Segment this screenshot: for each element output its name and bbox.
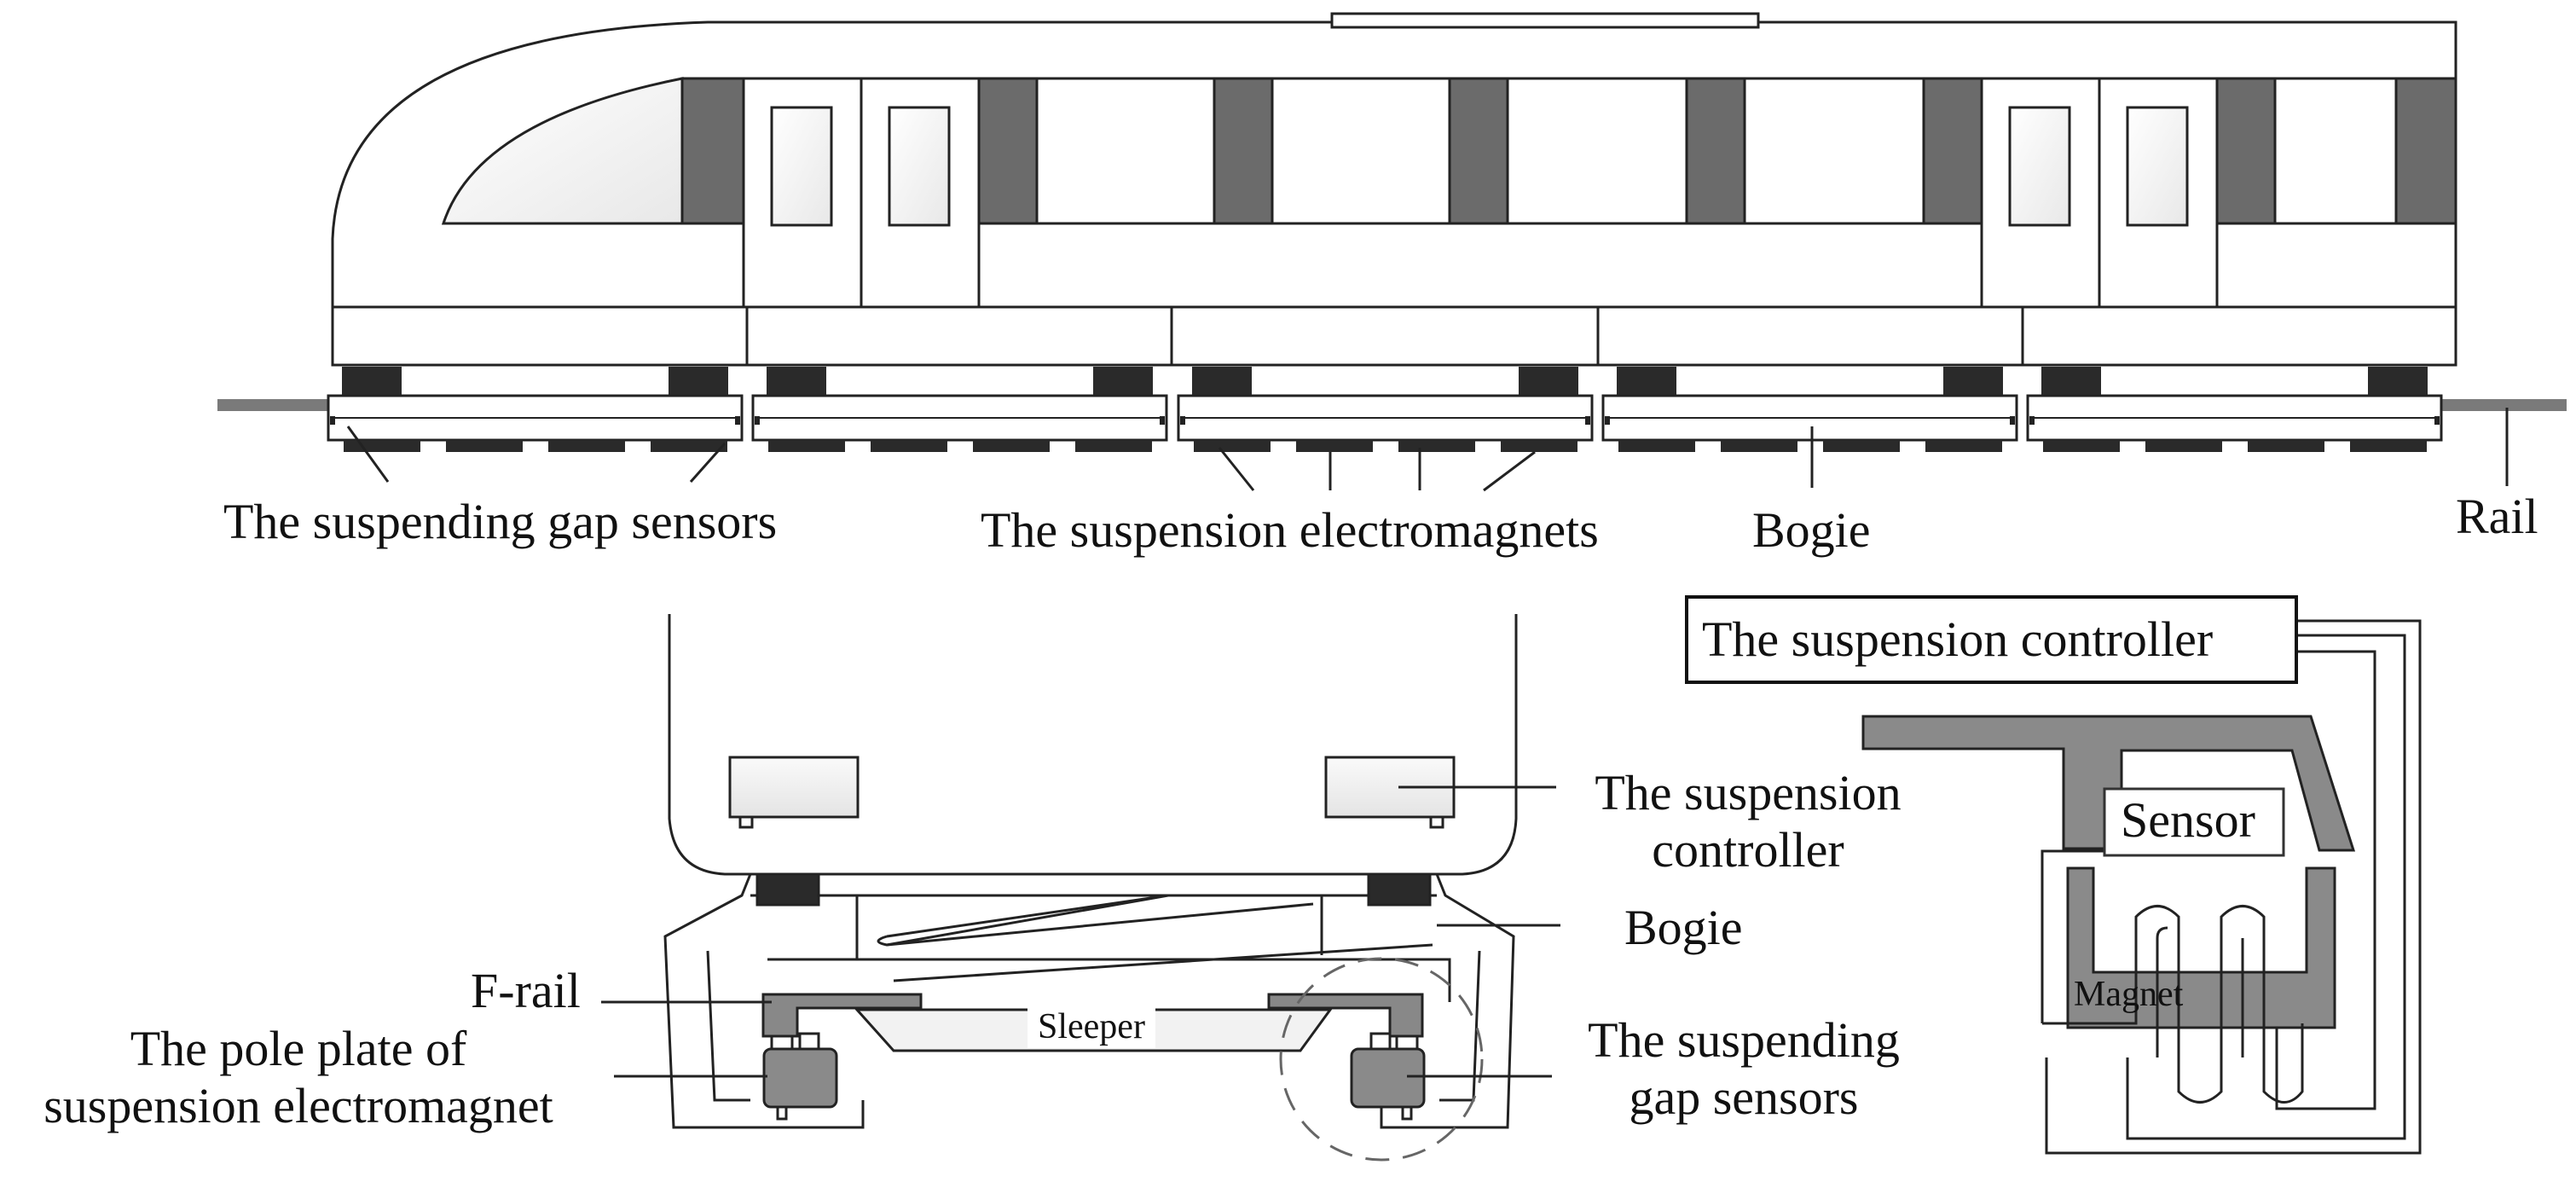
schematic-f-rail [1861, 715, 2356, 852]
suspension-electromagnet [2043, 440, 2120, 452]
gap-sensor-mark [1605, 416, 1610, 425]
suspension-electromagnet [1721, 440, 1797, 452]
train-side-view [217, 12, 2567, 411]
gap-sensor-mark [1160, 416, 1165, 425]
suspension-electromagnet [548, 440, 625, 452]
suspension-electromagnet [1618, 440, 1695, 452]
roof-plate [1330, 12, 1760, 29]
suspension-electromagnet [1398, 440, 1475, 452]
electromagnet-right [1350, 1032, 1426, 1121]
suspension-electromagnet [2145, 440, 2222, 452]
label-bogie-top: Bogie [1752, 502, 1871, 558]
suspension-electromagnet [651, 440, 727, 452]
label-pole-plate-line2: suspension electromagnet [43, 1078, 553, 1134]
label-controller: The suspension controller [1577, 764, 1919, 879]
suspension-electromagnet [344, 440, 420, 452]
top-leader-lines [346, 408, 2509, 492]
f-rail-left [761, 993, 923, 1038]
bogie-pad [342, 367, 402, 396]
label-pole-plate: The pole plate of suspension electromagn… [0, 1020, 597, 1135]
suspension-controller-frame [1685, 595, 2298, 684]
gap-sensor-mark [2010, 416, 2015, 425]
gap-sensor-mark [2434, 416, 2440, 425]
controller-box-left [728, 756, 860, 819]
gap-sensor-mark [330, 416, 335, 425]
bogie-pad [767, 367, 826, 396]
suspension-electromagnet [1823, 440, 1900, 452]
gap-sensor-mark [2029, 416, 2035, 425]
magnet-coil [2042, 905, 2304, 1104]
label-bogie-mid: Bogie [1624, 900, 1743, 955]
label-electromagnets: The suspension electromagnets [981, 502, 1599, 558]
bogie-pad [1192, 367, 1252, 396]
gap-sensor-mark [1180, 416, 1185, 425]
label-gap-sensors-top: The suspending gap sensors [223, 494, 778, 549]
section-leader-lines [601, 785, 1560, 1078]
suspension-electromagnet [1194, 440, 1271, 452]
bogie-pad [1093, 367, 1153, 396]
rail-left [217, 399, 337, 411]
label-gap-sensors: The suspending gap sensors [1565, 1011, 1923, 1127]
suspension-electromagnet [1075, 440, 1152, 452]
bogie-pad [2041, 367, 2101, 396]
bogie-pad [1519, 367, 1578, 396]
bogie-row [327, 367, 2443, 452]
suspension-electromagnet [446, 440, 523, 452]
rail-right [2439, 399, 2567, 411]
suspension-electromagnet [871, 440, 947, 452]
gap-sensor-mark [755, 416, 760, 425]
suspension-electromagnet [1296, 440, 1373, 452]
gap-sensor-mark [1585, 416, 1590, 425]
label-gap-sensors-line1: The suspending [1588, 1012, 1900, 1068]
car-body-section [668, 614, 1518, 876]
f-rail-right [1267, 993, 1424, 1038]
windscreen [441, 77, 684, 225]
gap-sensor-mark [735, 416, 740, 425]
label-gap-sensors-line2: gap sensors [1629, 1069, 1859, 1126]
label-f-rail: F-rail [471, 963, 581, 1018]
label-magnet: Magnet [2074, 975, 2184, 1014]
bogie-pad [669, 367, 728, 396]
bogie-pad [1617, 367, 1676, 396]
label-sleeper: Sleeper [1028, 1006, 1155, 1048]
label-controller-line1: The suspension [1595, 765, 1902, 820]
label-suspension-controller-box: The suspension controller [1702, 611, 2214, 667]
suspension-electromagnet [1925, 440, 2002, 452]
suspension-electromagnet [1501, 440, 1577, 452]
label-sensor: Sensor [2121, 792, 2255, 848]
bogie-pad [1943, 367, 2003, 396]
sensor-frame [2103, 787, 2285, 857]
label-pole-plate-line1: The pole plate of [130, 1021, 467, 1076]
control-schematic [1861, 619, 2422, 1155]
suspension-electromagnet [2248, 440, 2324, 452]
bogie-pad [2368, 367, 2428, 396]
cross-section [663, 614, 1518, 1162]
label-rail: Rail [2456, 489, 2538, 544]
bogie-frame [663, 873, 865, 1129]
gap-sensor-highlight [1279, 957, 1484, 1162]
label-controller-line2: controller [1652, 822, 1844, 878]
suspension-electromagnet [768, 440, 845, 452]
suspension-electromagnet [973, 440, 1050, 452]
electromagnet-left [762, 1032, 838, 1121]
suspension-electromagnet [2350, 440, 2427, 452]
